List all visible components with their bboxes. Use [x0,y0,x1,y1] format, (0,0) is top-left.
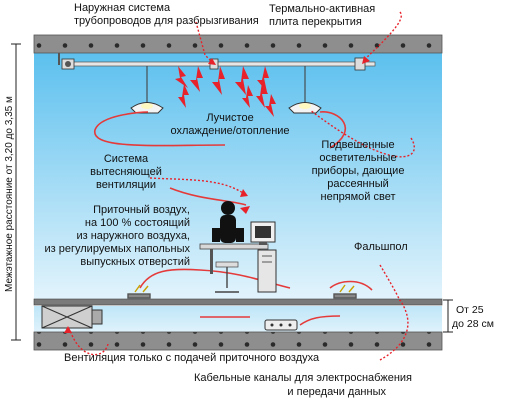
svg-text:Наружная система: Наружная система [74,2,171,14]
svg-text:Лучистое: Лучистое [206,112,253,124]
label-supply-only-ventilation: Вентиляция только с подачей приточного в… [64,352,320,364]
svg-text:охлаждение/отопление: охлаждение/отопление [170,125,289,137]
person-silhouette [212,201,244,243]
callout-arrowheads [64,56,370,333]
svg-text:трубопроводов для разбрызгиван: трубопроводов для разбрызгивания [74,15,259,27]
chair [215,261,239,293]
svg-text:Система: Система [104,153,149,165]
callout-leaders [69,11,415,361]
room-space [34,53,442,301]
floor-outlet-left [127,284,151,299]
svg-text:непрямой свет: непрямой свет [321,191,396,203]
svg-text:Подвешенные: Подвешенные [321,139,394,151]
svg-text:вентиляции: вентиляции [96,179,156,191]
ceiling-slab [33,34,443,54]
floor-slab [33,331,443,351]
radiant-arrows [175,66,276,117]
svg-text:вытесняющей: вытесняющей [90,166,162,178]
label-supply-air: Приточный воздух, на 100 % состоящий из … [45,204,191,268]
svg-text:до 28 см: до 28 см [452,318,494,330]
svg-text:Приточный воздух,: Приточный воздух, [93,204,190,216]
suspended-light-left [130,66,164,114]
label-displacement-ventilation: Система вытесняющей вентиляции [90,153,162,191]
svg-text:из наружного воздуха,: из наружного воздуха, [76,230,190,242]
svg-text:из регулируемых напольных: из регулируемых напольных [45,243,191,255]
label-floor-height: Межэтажное расстояние от 3,20 до 3,35 м [4,96,15,292]
svg-text:рассеянный: рассеянный [327,178,389,190]
label-suspended-lights: Подвешенные осветительные приборы, дающи… [312,139,405,203]
label-raised-floor-depth: От 25 до 28 см [452,304,494,330]
svg-text:Термально-активная: Термально-активная [269,3,375,15]
label-cable-ducts: Кабельные каналы для электроснабжения и … [194,372,412,398]
suspended-light-right [288,66,322,114]
svg-text:приборы, дающие: приборы, дающие [312,165,405,177]
raised-floor-panel [33,298,443,306]
height-dimension [11,43,21,341]
label-radiant-cooling: Лучистое охлаждение/отопление [170,112,289,137]
svg-text:Кабельные каналы для электросн: Кабельные каналы для электроснабжения [194,372,412,384]
label-thermal-slab: Термально-активная плита перекрытия [269,3,375,28]
label-sprinkler-pipes: Наружная система трубопроводов для разбр… [74,2,259,27]
cable-duct [264,319,298,331]
svg-text:на 100 % состоящий: на 100 % состоящий [85,217,190,229]
svg-text:и передачи данных: и передачи данных [287,386,386,398]
svg-text:плита перекрытия: плита перекрытия [269,16,362,28]
computer [250,221,277,293]
svg-text:осветительные: осветительные [319,152,396,164]
depth-dimension [443,299,453,333]
svg-text:От 25: От 25 [456,304,484,316]
floor-outlet-right [333,284,357,299]
label-raised-floor: Фальшпол [354,241,408,253]
svg-text:выпускных отверстий: выпускных отверстий [80,256,190,268]
